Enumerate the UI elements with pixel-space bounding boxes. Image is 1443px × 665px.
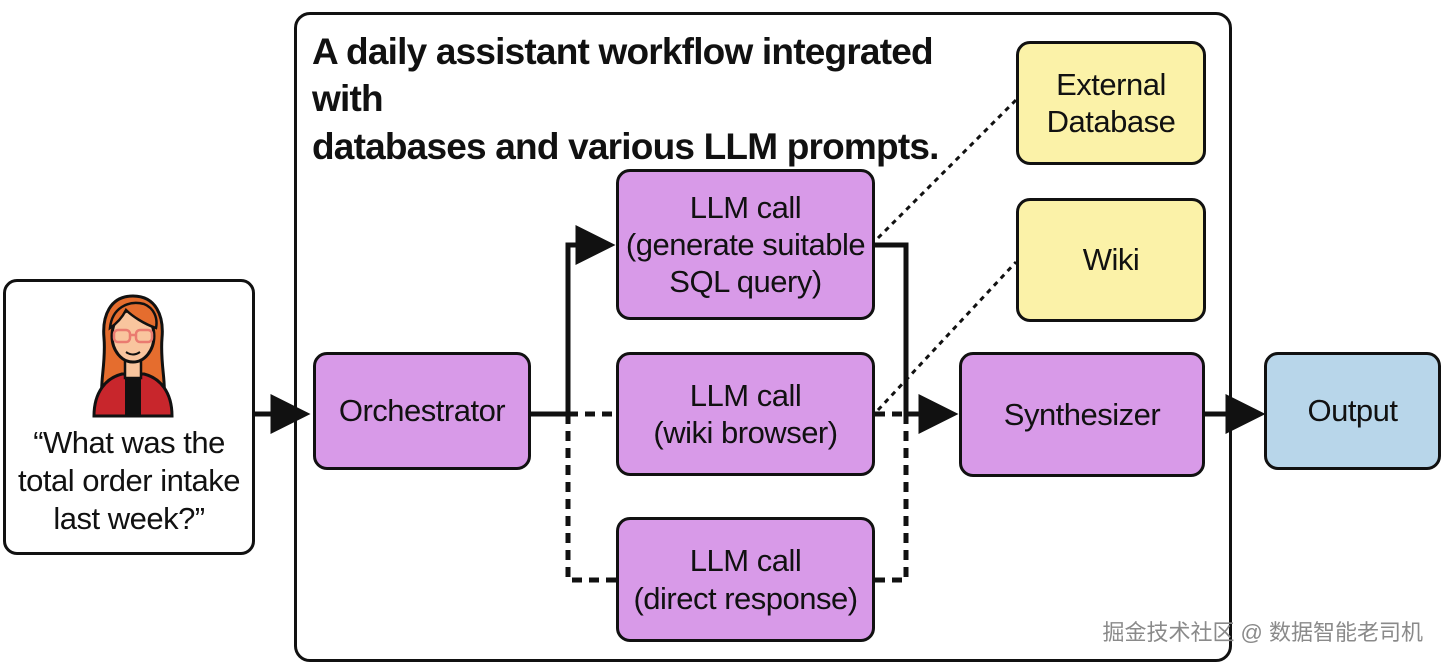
woman-avatar-icon — [92, 294, 174, 418]
node-llm-sql-query: LLM call (generate suitable SQL query) — [616, 169, 875, 320]
llm-wiki-label: LLM call (wiki browser) — [653, 377, 838, 450]
orchestrator-label: Orchestrator — [338, 393, 506, 429]
node-external-database: External Database — [1016, 41, 1206, 165]
llm-direct-label: LLM call (direct response) — [633, 543, 858, 616]
user-query-card: “What was the total order intake last we… — [3, 279, 255, 555]
node-llm-direct-response: LLM call (direct response) — [616, 517, 875, 642]
node-orchestrator: Orchestrator — [313, 352, 531, 470]
user-question: “What was the total order intake last we… — [18, 425, 240, 536]
link-llm-sql-to-external-database — [876, 98, 1018, 240]
external-database-label: External Database — [1046, 66, 1176, 139]
workflow-frame — [294, 12, 1232, 662]
output-label: Output — [1307, 393, 1398, 429]
connector-llm-sql-to-merge — [875, 242, 909, 414]
node-llm-wiki-browser: LLM call (wiki browser) — [616, 352, 875, 476]
connector-orchestrator-to-llm-direct — [565, 414, 618, 583]
arrow-orchestrator-to-llm-sql — [531, 225, 616, 417]
connector-llm-direct-to-merge — [875, 414, 909, 583]
node-wiki: Wiki — [1016, 198, 1206, 322]
watermark: 掘金技术社区 @ 数据智能老司机 — [1102, 620, 1423, 645]
link-llm-wiki-to-wiki — [876, 260, 1018, 412]
wiki-label: Wiki — [1082, 242, 1140, 278]
node-output: Output — [1264, 352, 1441, 470]
synthesizer-label: Synthesizer — [1003, 396, 1161, 432]
llm-sql-label: LLM call (generate suitable SQL query) — [625, 189, 866, 300]
node-synthesizer: Synthesizer — [959, 352, 1205, 477]
diagram-title: A daily assistant workflow integrated wi… — [312, 31, 939, 167]
